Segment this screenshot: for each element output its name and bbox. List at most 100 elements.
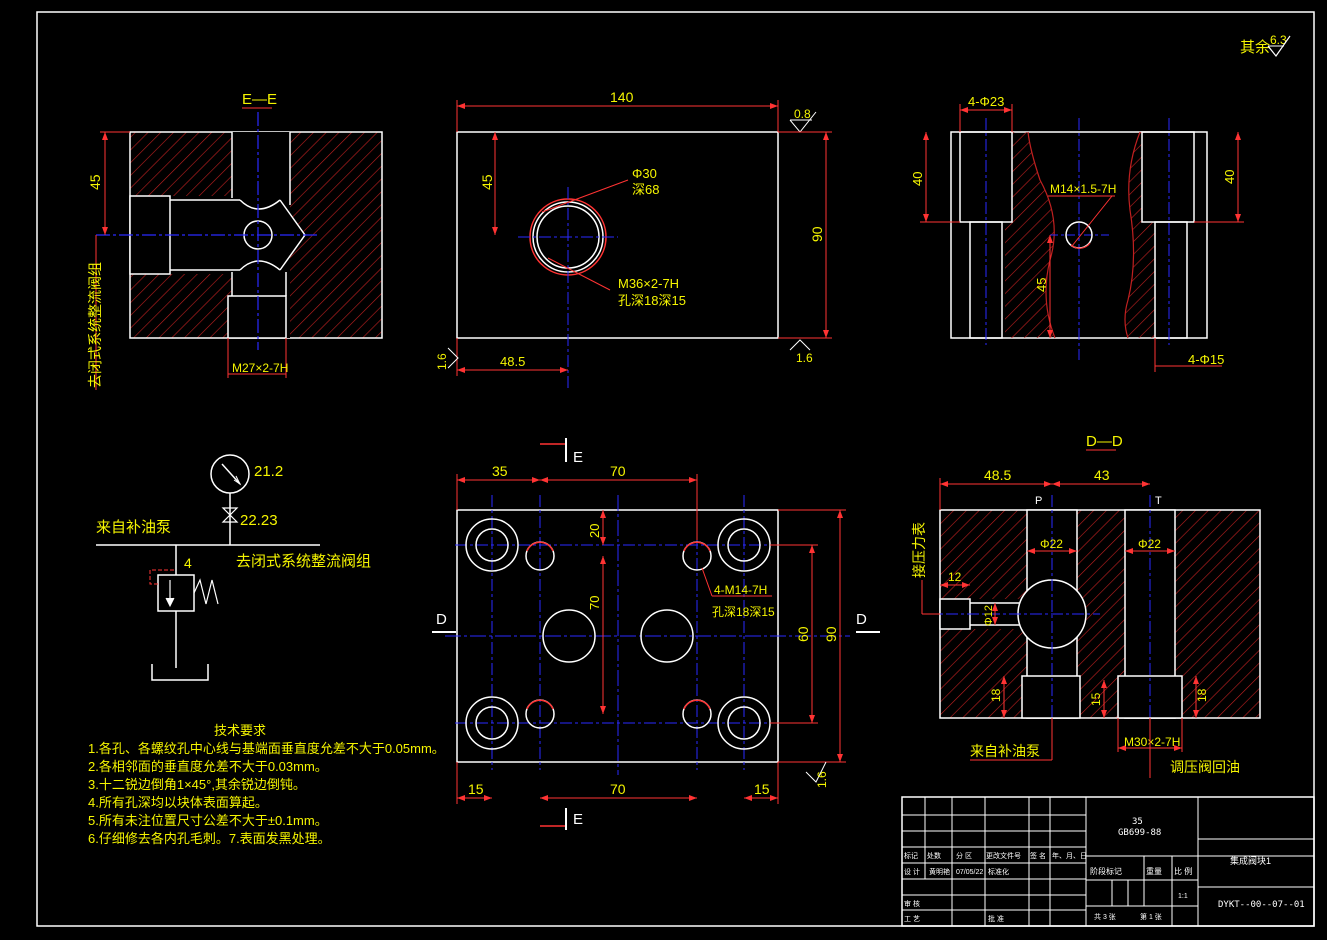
- schematic-valve-num: 4: [184, 555, 192, 571]
- view-front: E E D D: [432, 438, 880, 830]
- tech-req-line: 5.所有未注位置尺寸公差不大于±0.1mm。: [88, 813, 328, 828]
- tech-req-line: 2.各相邻面的垂直度允差不大于0.03mm。: [88, 759, 328, 774]
- tb-scale: 比 例: [1174, 866, 1192, 876]
- tb-material: 35: [1132, 817, 1143, 827]
- side-dim-40a: 40: [910, 172, 925, 186]
- side-dim-45: 45: [1034, 278, 1049, 292]
- top-roughness-16b: 1.6: [796, 351, 813, 365]
- dd-dim-18a: 18: [989, 688, 1003, 702]
- front-thread-label: 4-M14-7H: [714, 583, 767, 597]
- tb-date: 07/05/22: [956, 869, 983, 876]
- tb-name: 集成阀块1: [1230, 855, 1271, 866]
- dd-return-note: 调压阀回油: [1170, 759, 1240, 775]
- title-block: [901, 796, 1315, 927]
- section-marker-d-right: D: [856, 611, 867, 628]
- top-dim-485: 48.5: [500, 354, 525, 369]
- tech-req-line: 6.仔细修去各内孔毛刺。7.表面发黑处理。: [88, 831, 331, 846]
- top-roughness-08: 0.8: [794, 107, 811, 121]
- section-marker-e-top: E: [573, 449, 583, 466]
- view-top: 140 0.8 45 Φ30 深68 M36×2-7H 孔深18深15 90 4…: [435, 89, 832, 390]
- side-thread-label: M14×1.5-7H: [1050, 182, 1116, 196]
- top-dim-140: 140: [610, 89, 634, 105]
- roughness-other-value: 6.3: [1270, 33, 1287, 47]
- dd-dim-15: 15: [1089, 692, 1103, 706]
- threaded-holes: [525, 541, 712, 729]
- schematic-gauge-value: 21.2: [254, 463, 283, 480]
- tech-req-line: 1.各孔、各螺纹孔中心线与基端面垂直度允差不大于0.05mm。: [88, 741, 445, 756]
- front-dim-15b: 15: [754, 781, 770, 797]
- front-dim-70-v: 70: [587, 596, 602, 610]
- schematic-valve-value: 22.23: [240, 512, 278, 529]
- top-thread-depth: 孔深18深15: [618, 293, 686, 308]
- front-dim-70-bot: 70: [610, 781, 626, 797]
- tb-process: 工 艺: [904, 915, 920, 923]
- top-hole-label: Φ30: [632, 166, 657, 181]
- tb-row-mark: 标记: [904, 851, 918, 860]
- top-hole-depth: 深68: [632, 182, 659, 197]
- tb-check: 审 核: [904, 899, 920, 908]
- dd-thread-label: M30×2-7H: [1124, 735, 1180, 749]
- tb-sheets: 共 3 张: [1094, 912, 1116, 921]
- hydraulic-schematic: 21.2 22.23 来自补油泵 去闭式系统整流阀组 4: [96, 454, 371, 681]
- side-dim-40b: 40: [1222, 170, 1237, 184]
- dd-gauge-note: 接压力表: [911, 522, 927, 578]
- top-dim-90: 90: [809, 226, 825, 242]
- ee-thread-label: M27×2-7H: [232, 361, 288, 375]
- view-dd: D—D 48.5 43 P T Φ22 Φ22 12 Φ12 18: [911, 433, 1261, 778]
- section-marker-e-bottom: E: [573, 811, 583, 828]
- dd-phi22a: Φ22: [1040, 537, 1063, 551]
- dd-in-note: 来自补油泵: [970, 743, 1040, 759]
- tb-row-mark: 签 名: [1030, 851, 1046, 860]
- dd-phi12: Φ12: [983, 605, 995, 626]
- roughness-other: 其余 6.3: [1240, 33, 1291, 58]
- side-holes-top: 4-Φ23: [968, 94, 1004, 109]
- tech-req-line: 3.十二锐边倒角1×45°,其余锐边倒钝。: [88, 777, 306, 792]
- tb-weight: 重量: [1146, 866, 1162, 876]
- tech-req-line: 4.所有孔深均以块体表面算起。: [88, 795, 268, 810]
- front-roughness: 1.6: [815, 771, 829, 788]
- top-dim-45: 45: [479, 174, 495, 190]
- tb-design: 设 计: [904, 867, 920, 876]
- tb-row-mark: 年、月、日: [1052, 851, 1087, 860]
- ee-dim-45: 45: [87, 174, 103, 190]
- front-thread-depth: 孔深18深15: [712, 605, 775, 619]
- front-dim-35: 35: [492, 463, 508, 479]
- dd-dim-485: 48.5: [984, 467, 1011, 483]
- tb-code: DYKT--00--07--01: [1218, 900, 1305, 910]
- tb-row-mark: 分 区: [956, 851, 972, 860]
- section-marker-d-left: D: [436, 611, 447, 628]
- side-holes-bottom: 4-Φ15: [1188, 352, 1224, 367]
- tb-sheet: 第 1 张: [1140, 912, 1162, 921]
- dd-port-p: P: [1035, 495, 1042, 507]
- schematic-out-label: 去闭式系统整流阀组: [236, 553, 371, 570]
- front-dim-70-top: 70: [610, 463, 626, 479]
- front-dim-15a: 15: [468, 781, 484, 797]
- dd-dim-18b: 18: [1195, 688, 1209, 702]
- tb-stage: 阶段标记: [1090, 866, 1122, 876]
- tech-req-title: 技术要求: [214, 723, 266, 738]
- drawing-border: [36, 11, 1315, 927]
- tb-row-mark: 处数: [927, 851, 941, 860]
- title-block-text: 35 GB699-88 集成阀块1 DYKT--00--07--01 标记 处数…: [904, 817, 1305, 923]
- tb-row-mark: 更改文件号: [986, 851, 1021, 860]
- tb-scale-val: 1:1: [1178, 893, 1188, 900]
- tb-designer: 黄明艳: [929, 867, 950, 876]
- section-label-dd: D—D: [1086, 433, 1123, 450]
- front-dim-60: 60: [795, 626, 811, 642]
- dd-phi22b: Φ22: [1138, 537, 1161, 551]
- ee-side-note: 去闭式系统整流阀组: [87, 262, 103, 388]
- schematic-in-label: 来自补油泵: [96, 519, 171, 536]
- dd-dim-12: 12: [948, 570, 962, 584]
- roughness-other-label: 其余: [1240, 38, 1270, 56]
- section-label-ee: E—E: [242, 91, 277, 108]
- dd-dim-43: 43: [1094, 467, 1110, 483]
- top-roughness-16a: 1.6: [435, 353, 449, 370]
- dd-port-t: T: [1155, 495, 1162, 507]
- tb-std: 标准化: [988, 867, 1009, 876]
- top-thread-label: M36×2-7H: [618, 276, 679, 291]
- tb-approve: 批 准: [988, 914, 1004, 923]
- tech-requirements: 技术要求 1.各孔、各螺纹孔中心线与基端面垂直度允差不大于0.05mm。 2.各…: [88, 723, 445, 846]
- view-ee: E—E 45 M27×2-7H 去闭式系统整流阀组: [87, 91, 383, 390]
- tb-standard: GB699-88: [1118, 828, 1161, 838]
